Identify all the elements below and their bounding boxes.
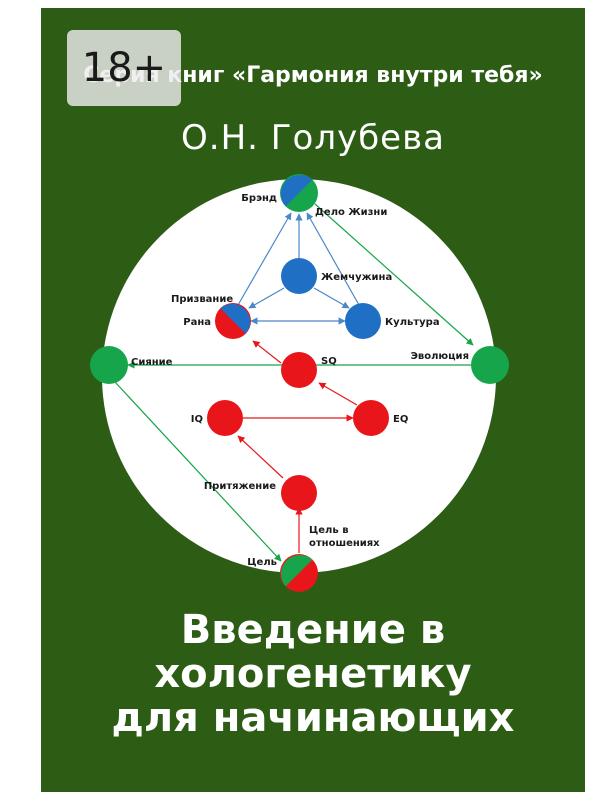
book-cover: Серия книг «Гармония внутри тебя» 18+ О.… <box>41 8 585 792</box>
node-pearl <box>281 258 317 294</box>
node-attraction <box>281 475 317 511</box>
label-evolution: Эволюция <box>411 351 469 362</box>
label-iq: IQ <box>191 414 203 425</box>
label-life-work: Дело Жизни <box>315 207 387 218</box>
label-wound: Рана <box>183 317 211 328</box>
node-brand <box>280 174 318 212</box>
label-goal-in-relationships-line2: отношениях <box>309 538 380 549</box>
node-iq <box>207 400 243 436</box>
node-culture <box>345 303 381 339</box>
node-radiance <box>90 346 128 384</box>
node-evolution <box>471 346 509 384</box>
node-goal <box>280 554 318 592</box>
node-wound-calling <box>215 303 251 339</box>
label-pearl: Жемчужина <box>321 272 392 283</box>
title-line-3: для начинающих <box>111 695 515 741</box>
hologenetics-diagram: Брэнд Дело Жизни Жемчужина Призвание Ран… <box>90 174 509 592</box>
label-attraction: Притяжение <box>204 481 276 492</box>
title-line-1: Введение в <box>180 607 446 653</box>
label-radiance: Сияние <box>131 357 173 368</box>
arrow-brand-evolution <box>314 203 474 346</box>
arrow-pearl-culture <box>313 287 350 309</box>
label-brand: Брэнд <box>241 193 277 204</box>
label-goal: Цель <box>247 557 277 568</box>
label-calling: Призвание <box>171 294 233 305</box>
arrow-sq-wound <box>252 340 282 364</box>
arrow-eq-sq <box>318 382 358 406</box>
arrow-culture-brand <box>306 212 360 306</box>
label-goal-in-relationships-line1: Цель в <box>309 525 349 536</box>
author-name: О.Н. Голубева <box>181 118 445 158</box>
node-eq <box>353 400 389 436</box>
arrow-pearl-calling <box>248 287 285 309</box>
arrow-radiance-goal <box>114 381 282 562</box>
arrow-attraction-iq <box>237 435 284 479</box>
label-sq: SQ <box>321 356 337 367</box>
label-eq: EQ <box>393 414 408 425</box>
title-line-2: хологенетику <box>154 651 472 697</box>
age-rating-badge: 18+ <box>67 30 181 106</box>
book-title: Введение в хологенетику для начинающих <box>41 608 585 740</box>
label-culture: Культура <box>385 317 440 328</box>
node-sq <box>281 352 317 388</box>
arrow-calling-brand <box>237 212 292 306</box>
